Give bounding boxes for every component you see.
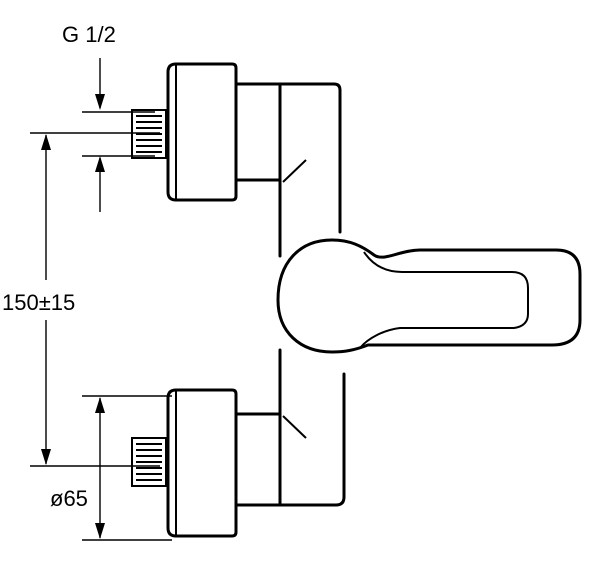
top-threaded-connector <box>131 109 167 159</box>
center-distance-dimension <box>30 132 160 467</box>
rosette-diameter-dimension <box>82 395 172 541</box>
thread-size-dimension <box>82 58 155 212</box>
arrowhead-down <box>41 449 51 465</box>
center-distance-label: 150±15 <box>2 290 75 315</box>
top-rosette <box>166 62 238 202</box>
arrowhead-down <box>95 94 105 110</box>
thread-size-label: G 1/2 <box>62 22 116 47</box>
arrowhead-up <box>41 134 51 150</box>
bottom-rosette <box>166 388 238 538</box>
bottom-threaded-connector <box>131 437 167 487</box>
lever-handle <box>276 238 582 354</box>
arrowhead-down <box>95 523 105 539</box>
tap-body <box>234 82 346 507</box>
rosette-diameter-label: ø65 <box>50 486 88 511</box>
arrowhead-up <box>95 397 105 413</box>
arrowhead-up <box>95 156 105 172</box>
